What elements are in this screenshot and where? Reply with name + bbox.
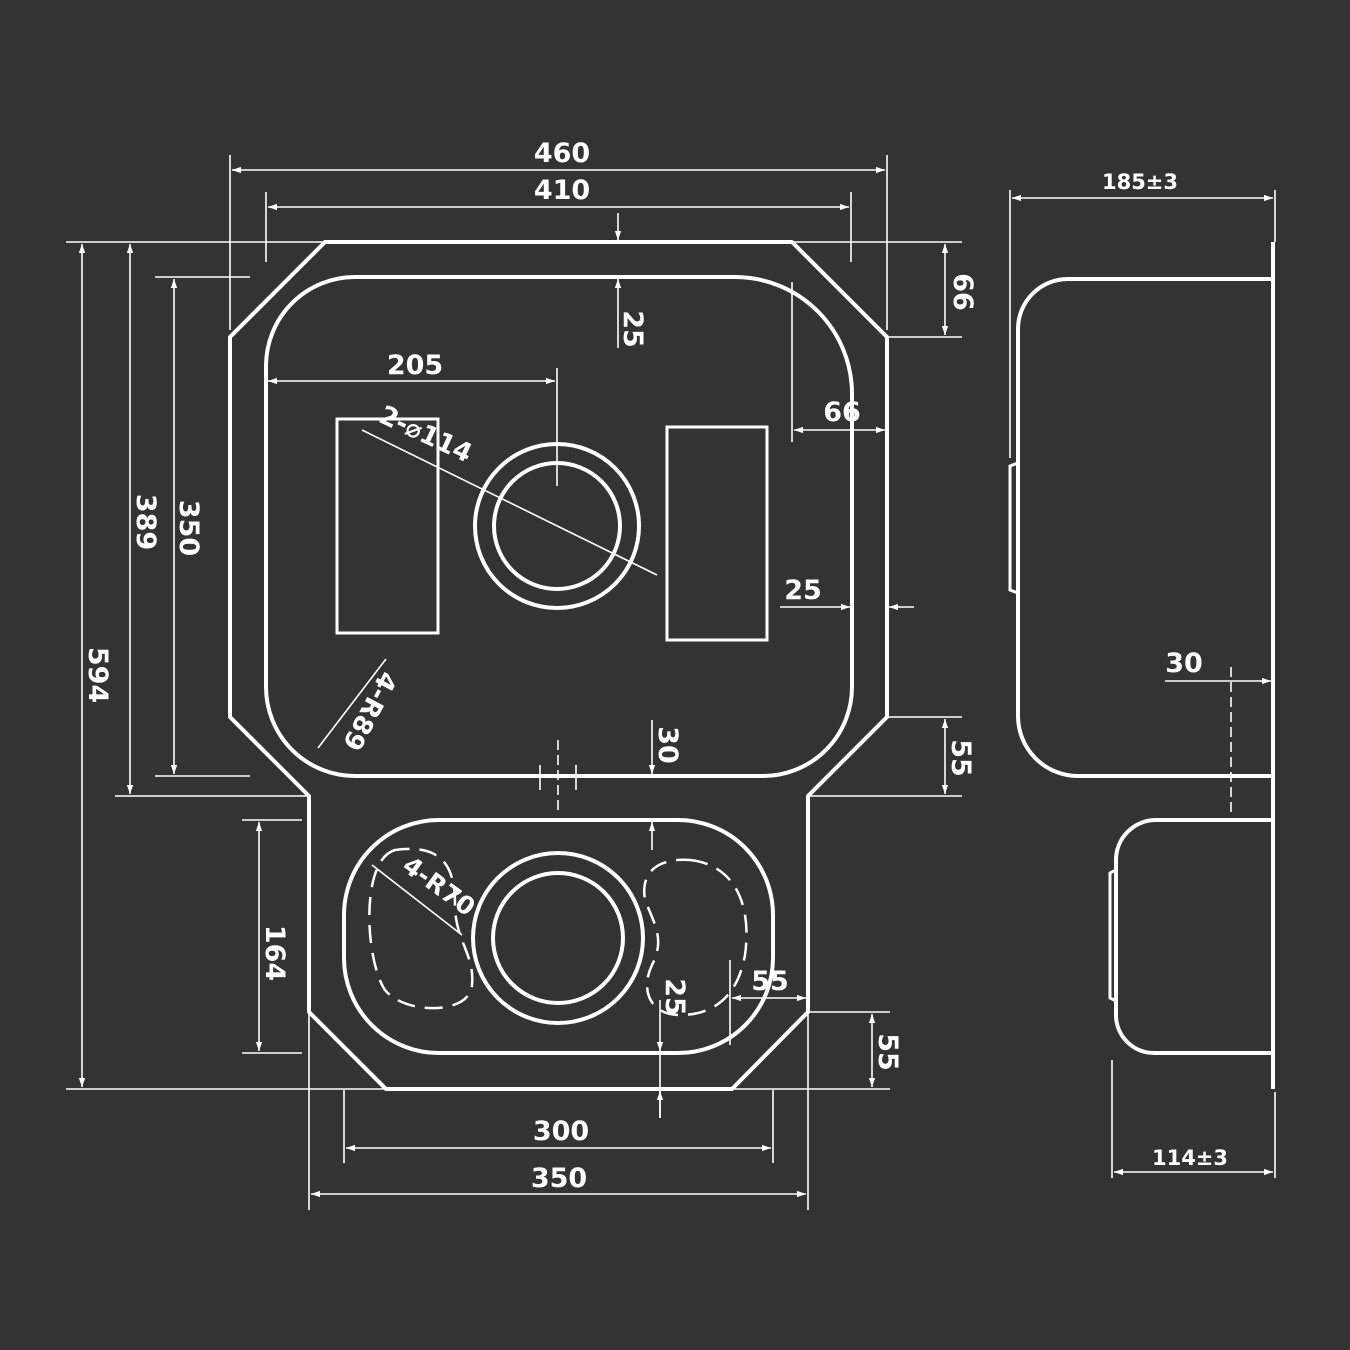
dim-corner-top-v: 66 [947,273,978,311]
side-view: 185±3 30 114±3 [1008,170,1276,1178]
dim-hole-note: 2-⌀114 [374,400,476,469]
dimension-lines [78,166,949,1198]
dim-radius-small: 4-R70 [397,850,480,922]
plan-view: 460 410 594 389 350 205 2-⌀114 4-R89 4-R… [66,138,978,1210]
side-gap: 30 [1165,648,1203,679]
small-drain-outer [471,851,645,1025]
side-small-depth: 114±3 [1152,1146,1228,1170]
dim-edge-top: 25 [617,310,648,348]
dim-small-corner-v: 55 [872,1033,903,1071]
left-panel [335,417,440,635]
dim-width-overall: 460 [534,138,590,169]
dim-small-edge: 25 [659,978,690,1016]
dim-small-total-width: 350 [531,1163,587,1194]
dim-corner-mid: 55 [945,739,976,777]
dim-corner-top-h: 66 [823,397,861,428]
sink-outline [228,240,889,1091]
small-bowl [342,818,775,1055]
dim-small-bowl-depth: 164 [259,925,290,981]
dim-gap-between: 30 [652,726,683,764]
side-dimension-lines [1012,194,1273,1176]
extension-lines [66,155,962,1210]
dim-width-inner: 410 [534,175,590,206]
dim-depth-mid: 389 [130,494,161,550]
side-small-clip [1108,868,1117,1003]
hole-leader [361,429,658,576]
dim-bowl-offset: 205 [387,350,443,381]
main-bowl [264,275,854,778]
radius-main-leader [317,658,387,749]
dim-small-bowl-width: 300 [533,1116,589,1147]
radius-small-leader [371,864,463,936]
dim-small-corner-h: 55 [751,966,789,997]
dim-depth-overall: 594 [82,647,113,703]
small-right-recess [642,858,748,1017]
side-big-bowl [1016,277,1271,778]
side-big-clip [1008,461,1019,595]
side-small-bowl [1114,818,1271,1055]
small-left-recess [368,847,474,1010]
small-drain-inner [491,871,625,1005]
side-extension-lines [1009,190,1276,1178]
dim-edge-right: 25 [784,575,822,606]
right-panel [665,425,769,642]
dim-depth-inner: 350 [173,500,204,556]
side-big-depth: 185±3 [1102,170,1178,194]
